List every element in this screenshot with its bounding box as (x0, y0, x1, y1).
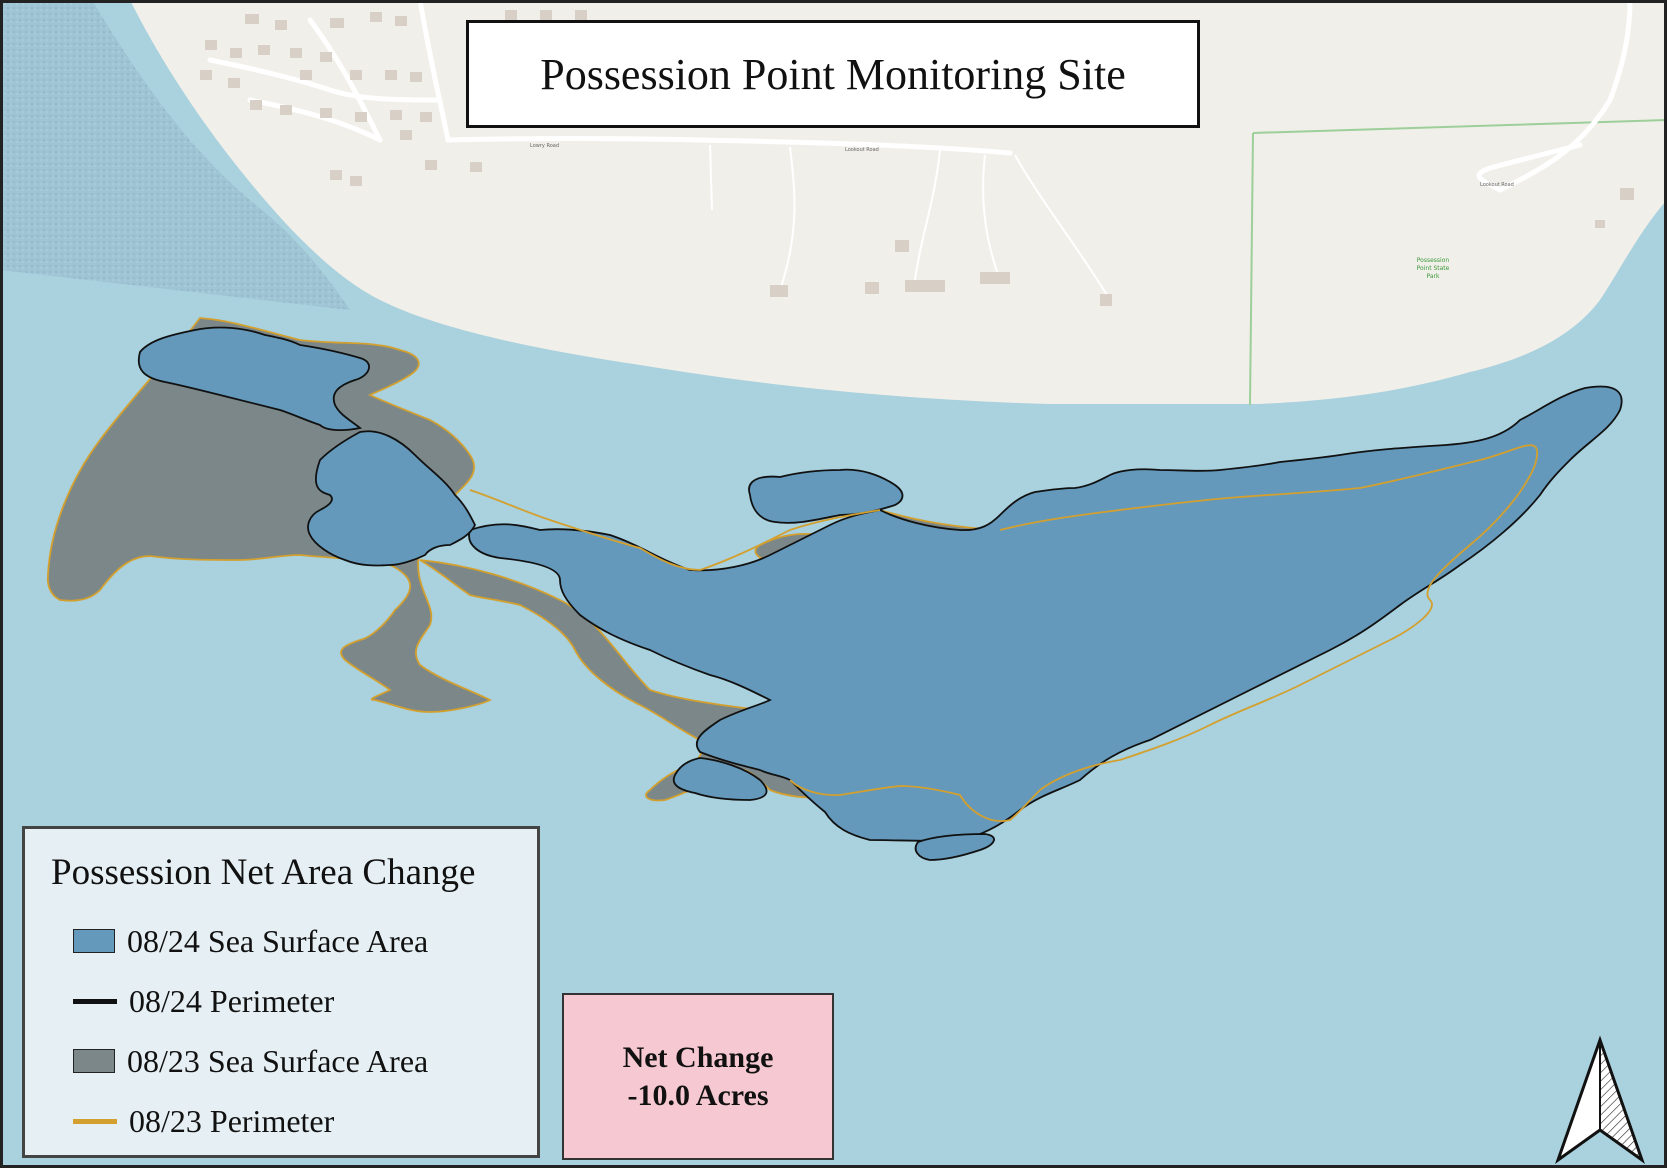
area-2024-shape-southwest (672, 757, 768, 801)
svg-text:Park: Park (1427, 273, 1440, 280)
map-title: Possession Point Monitoring Site (466, 20, 1200, 128)
area-2024-shape-middle (307, 430, 477, 567)
legend-swatch-2024-area (73, 929, 115, 953)
area-2023-shape (46, 317, 493, 713)
area-2024-shape-lagoon-north (748, 468, 904, 524)
area-2024-shape-islet (914, 833, 995, 861)
driveways (709, 144, 1111, 301)
legend-label: 08/23 Sea Surface Area (127, 1042, 429, 1079)
road-label-lowry: Lowry Road (530, 143, 559, 149)
park-label: Possession Point State Park (1417, 257, 1450, 280)
perimeter-2023-line (469, 444, 1539, 822)
road-label-lookout: Lookout Road (845, 147, 879, 153)
park-boundary (1249, 119, 1667, 406)
legend-label: 08/23 Perimeter (129, 1102, 335, 1139)
area-2024-shape-west (137, 326, 370, 432)
shallow-water-texture (0, 0, 350, 310)
net-change-label: Net Change (622, 1040, 774, 1074)
road-label-lookout-east: Lookout Road (1480, 182, 1514, 188)
legend: Possession Net Area Change 08/24 Sea Sur… (22, 826, 540, 1158)
legend-item-2024-area: 08/24 Sea Surface Area (73, 921, 428, 961)
legend-label: 08/24 Sea Surface Area (127, 922, 429, 959)
svg-text:Possession: Possession (1417, 257, 1450, 264)
legend-label: 08/24 Perimeter (129, 982, 335, 1019)
legend-swatch-2023-perimeter (73, 1118, 117, 1124)
area-2024-shape (468, 385, 1623, 842)
map-title-text: Possession Point Monitoring Site (540, 49, 1126, 99)
legend-item-2024-perimeter: 08/24 Perimeter (73, 981, 334, 1021)
legend-item-2023-perimeter: 08/23 Perimeter (73, 1101, 334, 1141)
north-arrow-icon (1555, 1035, 1645, 1164)
buildings (200, 10, 1634, 306)
svg-text:Point State: Point State (1417, 265, 1450, 272)
legend-title: Possession Net Area Change (51, 852, 476, 893)
net-change-box: Net Change -10.0 Acres (562, 993, 834, 1160)
net-change-value: -10.0 Acres (627, 1078, 769, 1112)
legend-item-2023-area: 08/23 Sea Surface Area (73, 1041, 428, 1081)
legend-swatch-2023-area (73, 1049, 115, 1073)
roads (207, 0, 1633, 193)
legend-swatch-2024-perimeter (73, 998, 117, 1004)
